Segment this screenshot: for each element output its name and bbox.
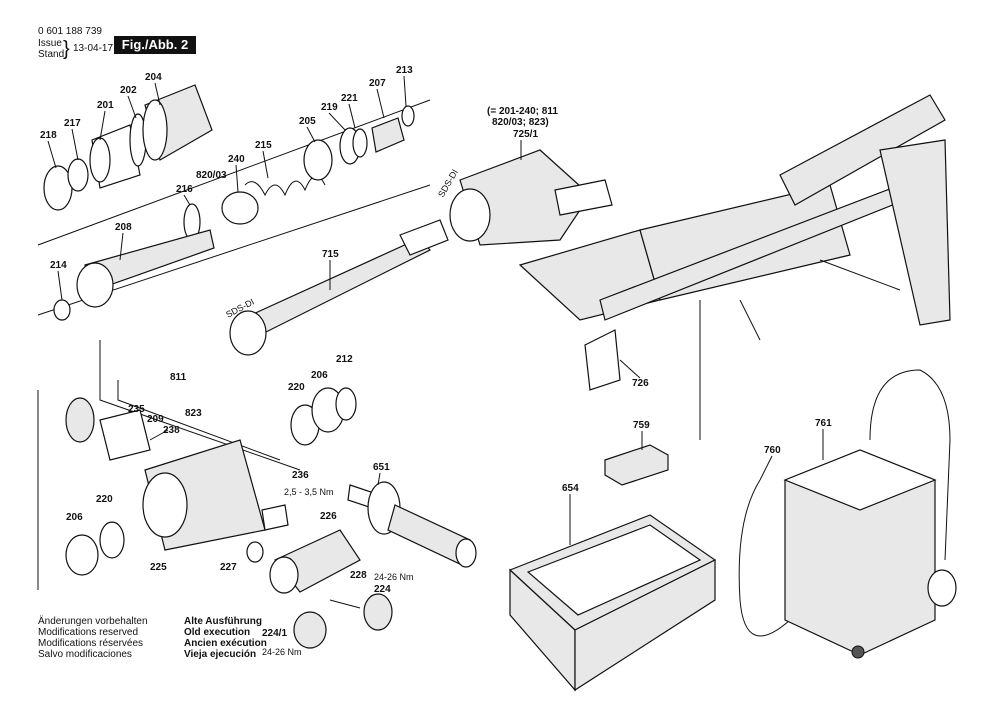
stand-label: Stand (38, 49, 65, 60)
issue-label: Issue (38, 38, 62, 49)
part-215 (244, 175, 326, 197)
label-207: 207 (369, 78, 386, 89)
note-de: Änderungen vorbehalten (38, 616, 148, 627)
part-221 (352, 128, 368, 158)
part-204 (142, 84, 213, 161)
brace-glyph: } (63, 38, 70, 60)
group-note-line-2: 820/03; 823) (492, 117, 549, 128)
label-651: 651 (373, 462, 390, 473)
note-fr: Modifications réservées (38, 638, 144, 649)
label-torque-24-a: 24-26 Nm (374, 572, 414, 582)
old-es: Vieja ejecución (184, 649, 257, 660)
label-201: 201 (97, 100, 114, 111)
label-221: 221 (341, 93, 358, 104)
label-228: 228 (350, 570, 367, 581)
label-209: 209 (147, 414, 164, 425)
part-208 (76, 229, 215, 308)
old-en: Old execution (184, 627, 251, 638)
label-202: 202 (120, 85, 137, 96)
label-227: 227 (220, 562, 237, 573)
label-761: 761 (815, 418, 832, 429)
label-208: 208 (115, 222, 132, 233)
label-204: 204 (145, 72, 162, 83)
part-214 (53, 299, 71, 321)
part-235 (99, 409, 151, 461)
old-execution-block: Alte Ausführung Old execution Ancien exé… (184, 616, 267, 660)
note-es: Salvo modificaciones (38, 649, 132, 660)
part-205 (303, 139, 333, 181)
label-212: 212 (336, 354, 353, 365)
label-205: 205 (299, 116, 316, 127)
group-823-bracket (117, 380, 281, 461)
part-651 (347, 481, 477, 568)
label-220-upper: 220 (288, 382, 305, 393)
old-fr: Ancien exécution (184, 638, 267, 649)
label-240: 240 (228, 154, 245, 165)
part-725-1 (449, 149, 613, 246)
label-238: 238 (163, 425, 180, 436)
part-715 (229, 219, 449, 356)
label-225: 225 (150, 562, 167, 573)
label-217: 217 (64, 118, 81, 129)
label-725-1: 725/1 (513, 129, 538, 140)
group-boundary-top (37, 99, 431, 246)
label-715: 715 (322, 249, 339, 260)
part-knob-811 (65, 397, 95, 443)
label-759: 759 (633, 420, 650, 431)
part-225 (142, 439, 266, 551)
label-224: 224 (374, 584, 391, 595)
part-238 (149, 429, 169, 441)
part-207 (371, 117, 405, 153)
part-226 (269, 529, 361, 594)
part-761 (783, 369, 957, 659)
part-240 (221, 191, 259, 225)
label-torque-2-5: 2,5 - 3,5 Nm (284, 487, 334, 497)
note-en: Modifications reserved (38, 627, 139, 638)
part-201 (89, 124, 141, 189)
label-224-1: 224/1 (262, 628, 287, 639)
part-212 (335, 387, 357, 421)
leader-lines (47, 75, 824, 545)
label-760: 760 (764, 445, 781, 456)
label-811: 811 (170, 372, 187, 383)
label-235: 235 (128, 404, 145, 415)
part-224-1 (293, 611, 327, 649)
label-219: 219 (321, 102, 338, 113)
label-206-upper: 206 (311, 370, 328, 381)
part-213 (401, 105, 415, 127)
label-226: 226 (320, 511, 337, 522)
label-214: 214 (50, 260, 67, 271)
label-sds-di-chuck: SDS-DI (436, 168, 460, 199)
part-224 (363, 593, 393, 631)
old-de: Alte Ausführung (184, 616, 262, 627)
part-206b (65, 534, 99, 576)
part-236 (261, 504, 289, 531)
label-215: 215 (255, 140, 272, 151)
doc-number: 0 601 188 739 (38, 26, 102, 37)
drill-stand (518, 94, 951, 440)
figure-badge: Fig./Abb. 2 (114, 36, 196, 54)
label-236: 236 (292, 470, 309, 481)
part-759 (604, 444, 669, 486)
label-213: 213 (396, 65, 413, 76)
part-228 (329, 599, 361, 609)
label-726: 726 (632, 378, 649, 389)
issue-date: 13-04-17 (73, 43, 114, 54)
label-216: 216 (176, 184, 193, 195)
part-220b (99, 521, 125, 559)
label-torque-24-b: 24-26 Nm (262, 647, 302, 657)
label-654: 654 (562, 483, 579, 494)
label-206-lower: 206 (66, 512, 83, 523)
part-654 (508, 514, 717, 692)
label-823: 823 (185, 408, 202, 419)
part-227 (246, 541, 264, 563)
label-820-03: 820/03 (196, 170, 227, 181)
label-220-lower: 220 (96, 494, 113, 505)
group-note-line-1: (= 201-240; 811 (487, 106, 558, 117)
part-217 (67, 158, 89, 192)
label-218: 218 (40, 130, 57, 141)
notes-block: Änderungen vorbehalten Modifications res… (38, 616, 148, 660)
